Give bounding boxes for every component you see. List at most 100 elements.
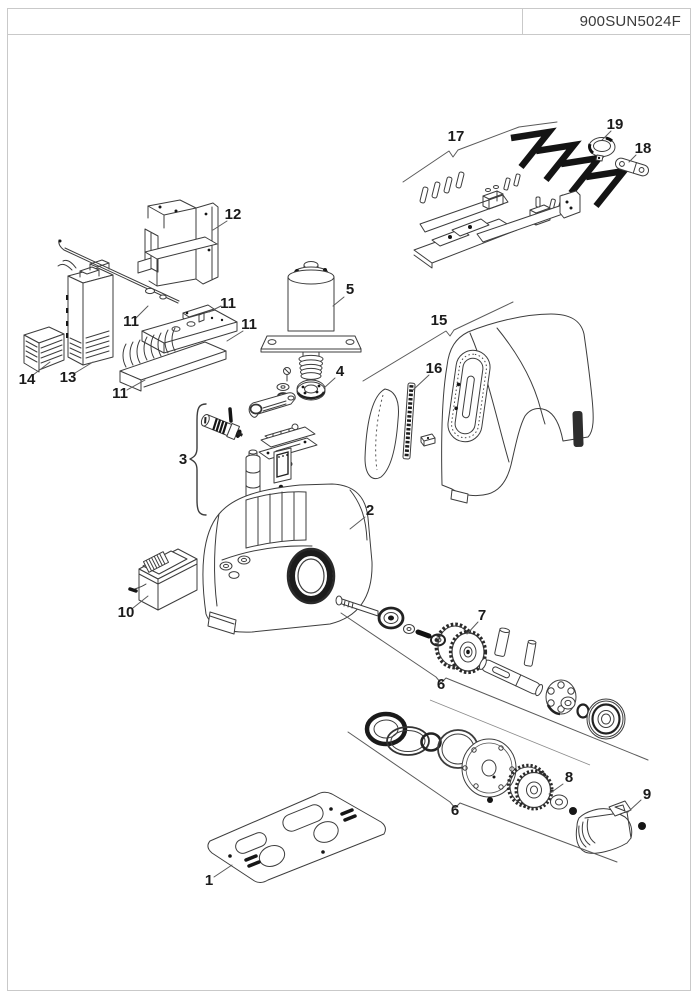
seal-ring-2 — [386, 726, 430, 756]
output-bearing — [586, 698, 626, 740]
label-17: 17 — [448, 128, 465, 145]
kit-mount-block-a — [482, 185, 504, 210]
part-17-hardware-kit — [413, 127, 632, 269]
label-4: 4 — [336, 363, 345, 380]
label-9: 9 — [643, 786, 651, 803]
part-13-control-unit — [57, 259, 114, 366]
label-14: 14 — [19, 371, 36, 388]
part-14-box — [23, 326, 65, 373]
label-11-grill: 11 — [112, 385, 128, 402]
gear-train-group — [335, 595, 626, 740]
seal-ring-3 — [420, 732, 442, 752]
group-brace — [189, 403, 207, 516]
leader-4 — [323, 377, 336, 389]
group-axis-line — [429, 699, 591, 766]
cover-tab — [450, 489, 469, 504]
part-2-body — [202, 483, 373, 635]
leader-10 — [132, 595, 149, 609]
page-header: 900SUN5024F — [8, 9, 690, 35]
worm-gear — [298, 354, 324, 387]
body-slats — [221, 491, 313, 561]
thrust-washer — [550, 794, 568, 810]
leader-2 — [349, 516, 366, 530]
leader-6-lower — [347, 731, 618, 863]
part-labels: 17 19 18 12 11 5 15 11 11 14 13 11 4 16 … — [19, 116, 652, 889]
label-18: 18 — [635, 140, 652, 157]
part-11-grill — [119, 327, 227, 392]
label-10: 10 — [118, 604, 135, 621]
part-18-release-key — [615, 157, 649, 177]
label-19: 19 — [607, 116, 624, 133]
leader-11-grill — [126, 379, 146, 391]
leader-9 — [627, 799, 642, 813]
part-11-antenna — [58, 239, 180, 304]
part-7-gear — [434, 622, 488, 675]
cover-handle-recess — [447, 349, 491, 443]
leader-lines — [32, 121, 649, 878]
label-11-runner: 11 — [220, 295, 236, 312]
leader-14 — [32, 361, 51, 376]
leader-15 — [362, 301, 514, 382]
plate-clips — [244, 808, 357, 868]
kit-rail-upper — [419, 194, 509, 233]
leader-18 — [628, 154, 637, 163]
leader-1 — [213, 864, 233, 878]
label-8: 8 — [565, 769, 573, 786]
part-15-cover — [364, 313, 594, 504]
leader-19 — [601, 130, 612, 141]
leader-11-antenna — [135, 305, 149, 319]
shaft-pin-a — [494, 627, 511, 657]
cover-vent — [572, 410, 584, 448]
part-3-release-group — [189, 367, 318, 523]
leader-13 — [74, 361, 94, 374]
part-8-pinion — [506, 763, 554, 811]
seal-ring-1 — [364, 711, 408, 747]
release-lever — [248, 392, 296, 418]
lamp-lens — [364, 388, 399, 480]
model-code-cell: 900SUN5024F — [522, 9, 690, 34]
label-11-antenna: 11 — [123, 313, 139, 330]
flange-plate — [461, 738, 517, 798]
lock-cylinder — [200, 414, 243, 440]
ball-bearing — [377, 606, 405, 630]
leader-7 — [466, 621, 479, 635]
label-12: 12 — [225, 206, 242, 223]
leader-11-tray — [226, 330, 244, 342]
transformer-coil — [142, 551, 170, 573]
leader-6-upper — [340, 612, 649, 761]
label-7: 7 — [478, 607, 486, 624]
leader-17 — [402, 121, 558, 183]
label-2: 2 — [366, 502, 374, 519]
model-code: 900SUN5024F — [579, 13, 681, 30]
label-3: 3 — [179, 451, 187, 468]
seal-flange-group — [364, 711, 646, 854]
leader-8 — [548, 783, 564, 795]
label-16: 16 — [426, 360, 443, 377]
label-15: 15 — [431, 312, 448, 329]
part-16-seal-strip — [402, 382, 436, 460]
clutch-hub — [545, 679, 577, 716]
kit-rail-lower — [476, 190, 581, 243]
part-4-bushing — [296, 379, 326, 401]
drive-shaft — [478, 657, 544, 697]
label-5: 5 — [346, 281, 354, 298]
label-1: 1 — [205, 872, 213, 889]
leader-5 — [332, 296, 345, 307]
part-12-bracket — [137, 199, 219, 287]
part-5-motor — [260, 261, 362, 387]
part-10-transformer — [128, 548, 198, 611]
part-1-base-plate — [207, 791, 386, 883]
part-19-release-knob — [588, 136, 616, 162]
leader-12 — [212, 220, 228, 231]
leader-11-runner — [208, 305, 222, 313]
label-6-upper: 6 — [437, 676, 445, 693]
label-6-lower: 6 — [451, 802, 459, 819]
label-11-tray: 11 — [241, 316, 257, 333]
grill-ribs — [122, 327, 176, 368]
limit-board — [273, 447, 292, 484]
shaft-pin-b — [523, 639, 537, 667]
leader-16 — [412, 374, 430, 391]
control-unit-vents — [69, 330, 110, 359]
